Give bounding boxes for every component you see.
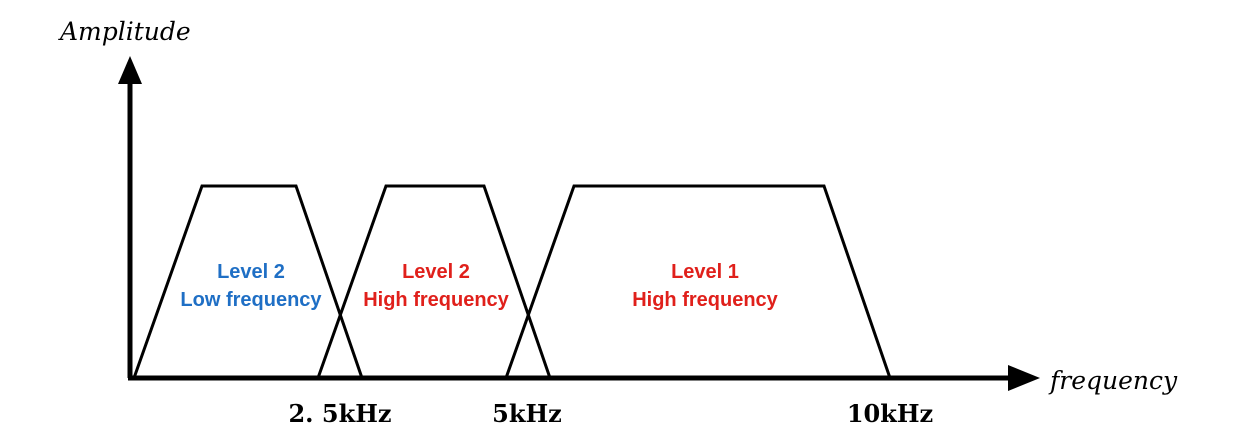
band-label-level2-low-line1: Level 2 <box>217 261 285 283</box>
band-label-level1-high-line1: Level 1 <box>671 261 739 283</box>
band-label-level2-high-line2: High frequency <box>363 289 509 311</box>
tick-label-5khz: 5kHz <box>492 399 562 428</box>
band-label-level2-high-line1: Level 2 <box>402 261 470 283</box>
band-label-level2-low-line2: Low frequency <box>180 289 322 311</box>
tick-label-10khz: 10kHz <box>847 399 933 428</box>
x-axis-arrowhead <box>1008 365 1040 391</box>
y-axis-title: Amplitude <box>58 17 191 46</box>
band-label-level1-high-line2: High frequency <box>632 289 778 311</box>
band-level1-high <box>504 184 892 379</box>
x-axis-title: frequency <box>1048 366 1178 395</box>
band-level2-low <box>132 184 364 379</box>
tick-label-2-5khz: 2. 5kHz <box>288 399 391 428</box>
band-level2-high <box>316 184 552 379</box>
y-axis-arrowhead <box>118 56 142 84</box>
